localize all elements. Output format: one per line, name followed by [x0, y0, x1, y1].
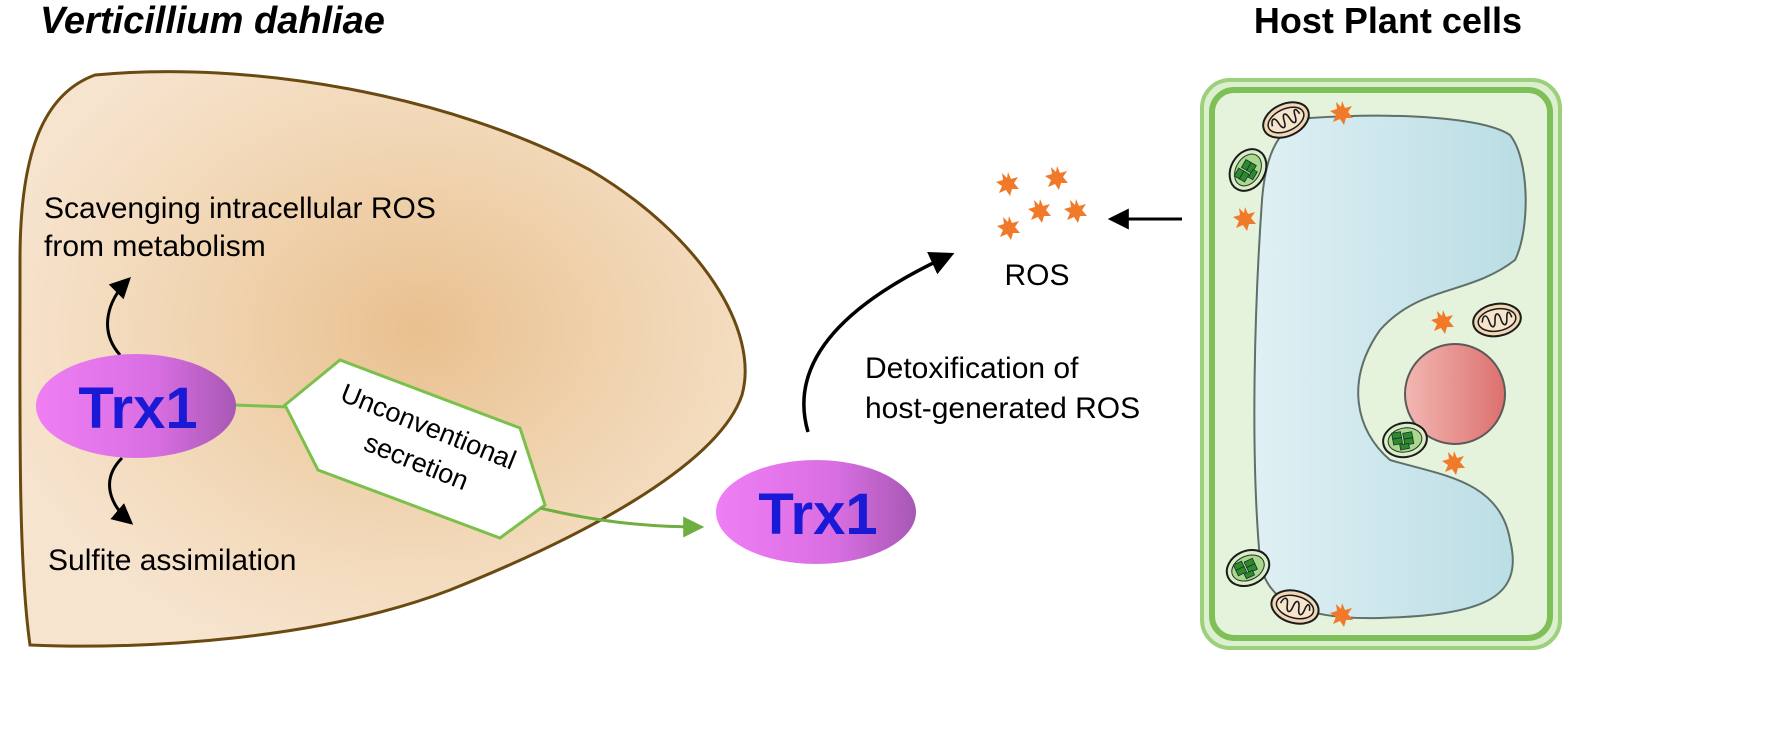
- ros-star-icon: [1064, 199, 1087, 223]
- trx1-intracellular: [36, 354, 236, 458]
- arrow-to-sulfite: [108, 456, 134, 525]
- detox-label-line2: host-generated ROS: [865, 392, 1140, 425]
- secretion-box: [283, 358, 547, 540]
- host-nucleus: [1404, 343, 1506, 445]
- host-vacuole: [1253, 114, 1527, 620]
- ros-star-icon: [997, 216, 1020, 240]
- trx1-secreted-label: Trx1: [758, 482, 877, 547]
- ros-label: ROS: [1004, 259, 1069, 292]
- secretion-arrow: [539, 506, 705, 538]
- trx1-secreted: [716, 460, 916, 564]
- fungus-cell-outline: [18, 70, 747, 648]
- detox-label-line1: Detoxification of: [865, 352, 1079, 385]
- trx1-to-secretion-line: [233, 403, 291, 409]
- scavenging-label-line2: from metabolism: [44, 230, 266, 263]
- fungus-title: Verticillium dahliae: [40, 0, 385, 42]
- detox-arrow: [802, 252, 955, 433]
- scavenging-label-line1: Scavenging intracellular ROS: [44, 192, 436, 225]
- host-title: Host Plant cells: [1254, 0, 1522, 41]
- arrow-to-scavenging: [106, 277, 131, 356]
- ros-star-icon: [1045, 166, 1068, 190]
- ros-star-icon: [996, 172, 1019, 196]
- ros-cluster: [996, 166, 1087, 240]
- sulfite-label: Sulfite assimilation: [48, 544, 296, 577]
- ros-star-icon: [1028, 199, 1051, 223]
- trx1-intracellular-label: Trx1: [78, 376, 197, 441]
